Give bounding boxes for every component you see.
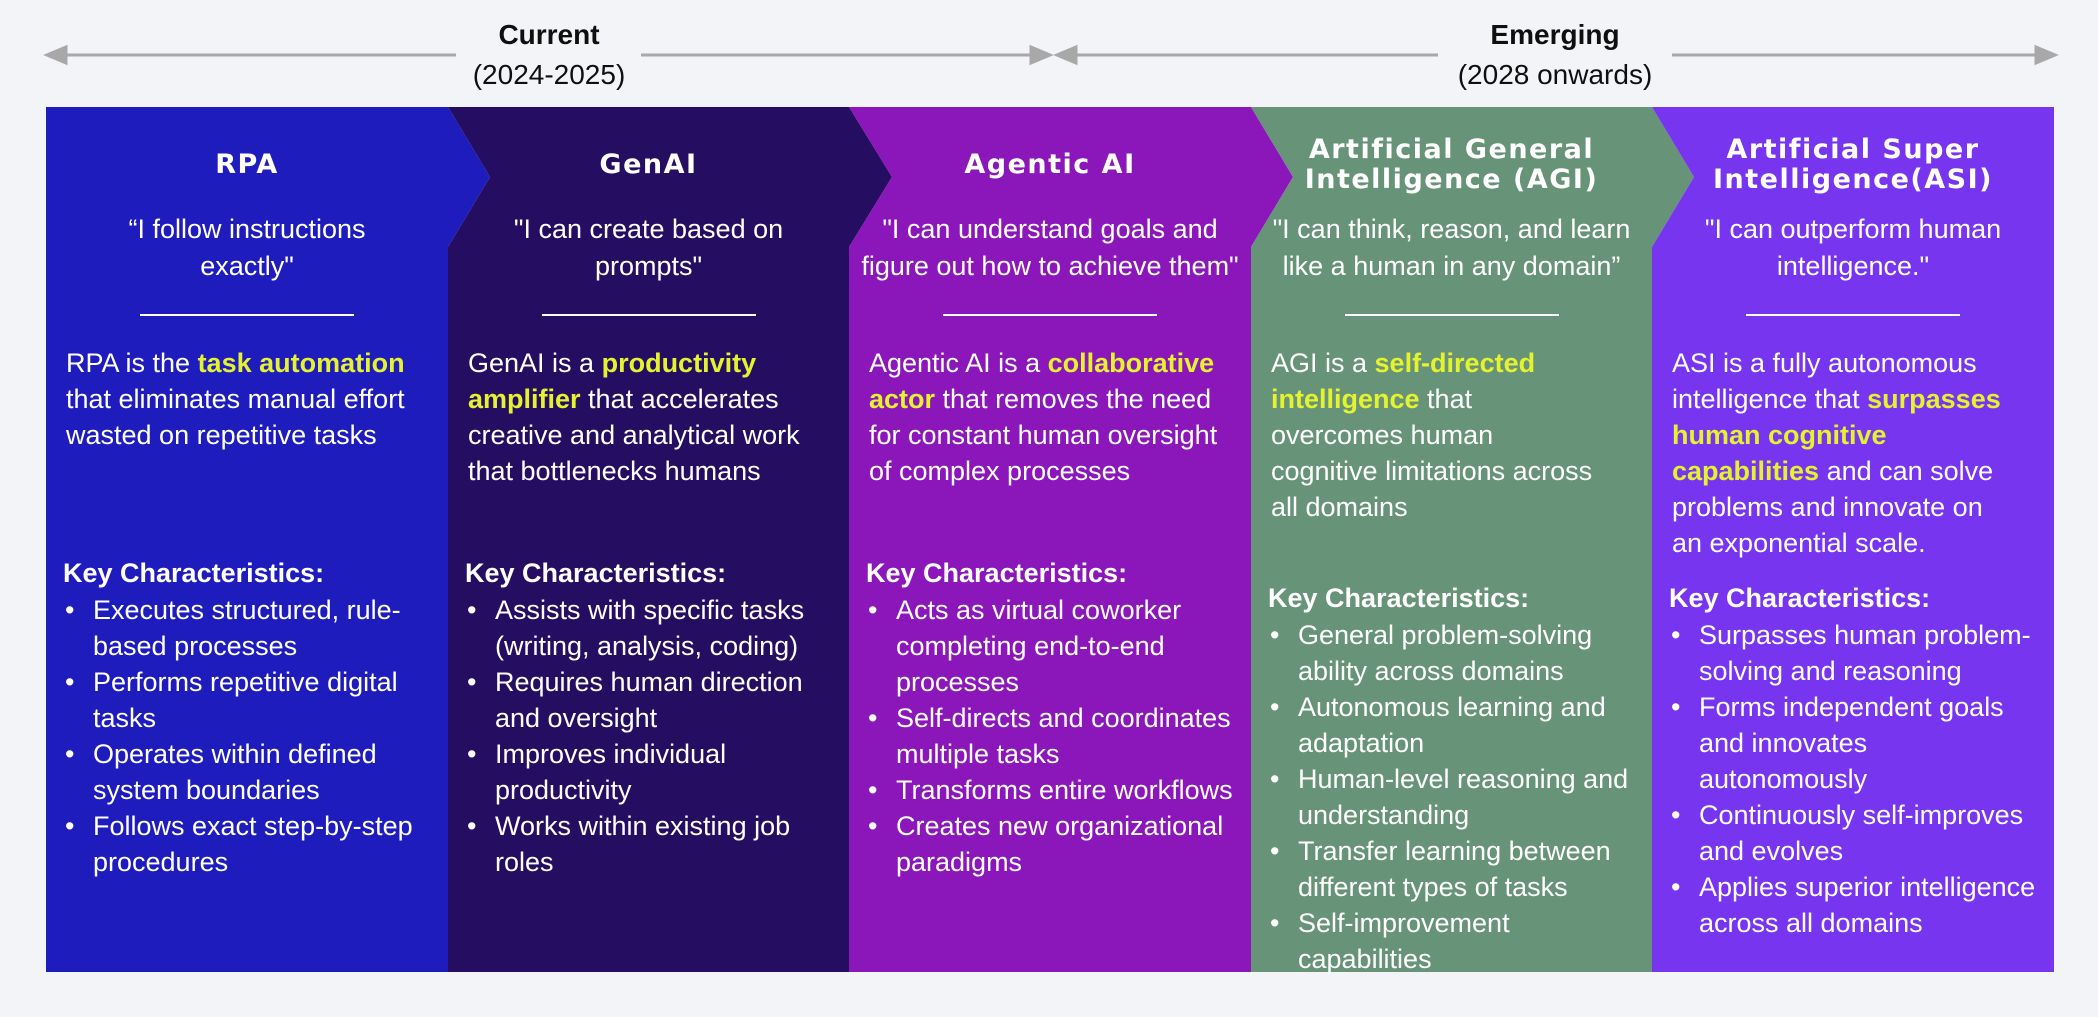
timeline-emerging-title: Emerging — [1490, 19, 1620, 50]
agi-kc-title: Key Characteristics: — [1268, 583, 1530, 613]
list-item: Self-directs and coordinates multiple ta… — [866, 700, 1239, 772]
list-item: Autonomous learning and adaptation — [1268, 689, 1648, 761]
genai-kc-list: Assists with specific tasks (writing, an… — [465, 592, 829, 880]
timeline-emerging: Emerging (2028 onwards) — [1435, 15, 1675, 95]
agentic-kc-list: Acts as virtual coworker completing end-… — [866, 592, 1239, 880]
current-arrow-right-head — [1029, 44, 1054, 66]
list-item: Human-level reasoning and understanding — [1268, 761, 1648, 833]
list-item: Creates new organizational paradigms — [866, 808, 1239, 880]
asi-description: ASI is a fully autonomous intelligence t… — [1672, 348, 2001, 558]
list-item: Improves individual productivity — [465, 736, 829, 808]
agentic-highlight: collaborative actor — [869, 348, 1215, 414]
list-item: Continuously self-improves and evolves — [1669, 797, 2040, 869]
asi-kc-list: Surpasses human problem-solving and reas… — [1669, 617, 2040, 941]
column-rpa: RPA “I follow instructions exactly" RPA … — [46, 107, 448, 972]
timeline-current-title: Current — [498, 19, 600, 50]
genai-description: GenAI is a productivity amplifier that a… — [468, 348, 800, 486]
list-item: Operates within defined system boundarie… — [63, 736, 428, 808]
agi-divider — [1345, 314, 1559, 316]
agentic-quote: "I can understand goals and figure out h… — [861, 214, 1239, 281]
rpa-title: RPA — [215, 149, 279, 180]
list-item: Surpasses human problem-solving and reas… — [1669, 617, 2040, 689]
list-item: Transforms entire workflows — [866, 772, 1239, 808]
asi-quote: "I can outperform human intelligence." — [1704, 214, 2002, 281]
list-item: Follows exact step-by-step procedures — [63, 808, 428, 880]
timeline-arrows — [43, 44, 2059, 66]
agi-quote: "I can think, reason, and learn like a h… — [1272, 214, 1631, 281]
asi-divider — [1746, 314, 1960, 316]
column-asi: Artificial Super Intelligence(ASI) "I ca… — [1652, 107, 2054, 972]
genai-divider — [542, 314, 756, 316]
list-item: Acts as virtual coworker completing end-… — [866, 592, 1239, 700]
list-item: Applies superior intelligence across all… — [1669, 869, 2040, 941]
list-item: Works within existing job roles — [465, 808, 829, 880]
list-item: Executes structured, rule-based processe… — [63, 592, 428, 664]
rpa-highlight: task automation — [197, 348, 405, 378]
list-item: Performs repetitive digital tasks — [63, 664, 428, 736]
current-arrow-left-head — [43, 44, 68, 66]
emerging-arrow-left-head — [1053, 44, 1078, 66]
genai-kc-title: Key Characteristics: — [465, 558, 727, 588]
rpa-kc-title: Key Characteristics: — [63, 558, 325, 588]
agentic-description: Agentic AI is a collaborative actor that… — [869, 348, 1218, 486]
agi-description: AGI is a self-directed intelligence that… — [1271, 348, 1593, 522]
timeline-current: Current (2024-2025) — [449, 15, 649, 95]
rpa-divider — [140, 314, 354, 316]
asi-title: Artificial Super Intelligence(ASI) — [1713, 134, 1993, 195]
timeline-current-range: (2024-2025) — [472, 59, 626, 90]
agentic-kc-title: Key Characteristics: — [866, 558, 1128, 588]
agentic-divider — [943, 314, 1157, 316]
list-item: General problem-solving ability across d… — [1268, 617, 1648, 689]
column-agentic: Agentic AI "I can understand goals and f… — [849, 107, 1251, 972]
agi-kc-list: General problem-solving ability across d… — [1268, 617, 1648, 977]
rpa-quote: “I follow instructions exactly" — [128, 214, 366, 281]
agi-highlight: self-directed intelligence — [1271, 348, 1536, 414]
rpa-description: RPA is the task automation that eliminat… — [66, 348, 405, 450]
timeline-emerging-range: (2028 onwards) — [1457, 59, 1653, 90]
emerging-arrow-right-head — [2034, 44, 2059, 66]
asi-highlight: surpasses human cognitive capabilities — [1672, 384, 2001, 486]
list-item: Self-improvement capabilities — [1268, 905, 1648, 977]
genai-quote: "I can create based on prompts" — [513, 214, 784, 281]
column-genai: GenAI "I can create based on prompts" Ge… — [448, 107, 849, 972]
rpa-kc-list: Executes structured, rule-based processe… — [63, 592, 428, 880]
list-item: Assists with specific tasks (writing, an… — [465, 592, 829, 664]
agentic-title: Agentic AI — [964, 149, 1136, 180]
genai-highlight: productivity amplifier — [468, 348, 757, 414]
list-item: Forms independent goals and innovates au… — [1669, 689, 2040, 797]
column-agi: Artificial General Intelligence (AGI) "I… — [1251, 107, 1652, 975]
agi-title: Artificial General Intelligence (AGI) — [1304, 134, 1599, 195]
list-item: Transfer learning between different type… — [1268, 833, 1648, 905]
list-item: Requires human direction and oversight — [465, 664, 829, 736]
asi-kc-title: Key Characteristics: — [1669, 583, 1931, 613]
genai-title: GenAI — [599, 149, 698, 180]
